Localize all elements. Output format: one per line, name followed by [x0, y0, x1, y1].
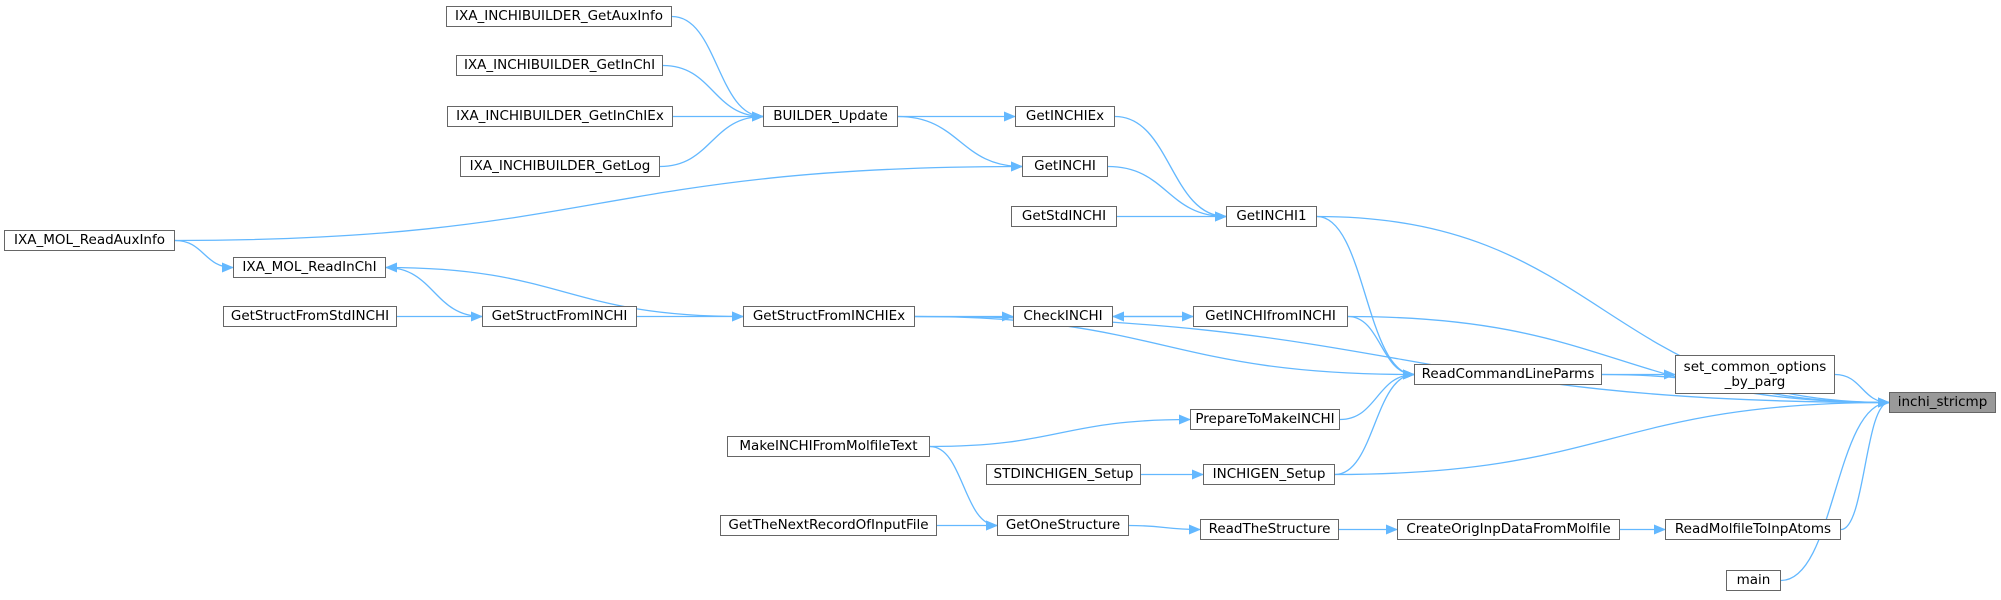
node-label: GetStdINCHI	[1021, 208, 1107, 224]
node-main[interactable]: main	[1726, 570, 1781, 591]
edge-builder_update-to-get_inchi	[897, 115, 1023, 172]
node-label: GetOneStructure	[1005, 517, 1121, 533]
node-create-orig-inp-data-from-molfile[interactable]: CreateOrigInpDataFromMolfile	[1397, 519, 1620, 540]
node-label: GetINCHIEx	[1025, 108, 1105, 124]
node-get-inchi1[interactable]: GetINCHI1	[1226, 206, 1317, 227]
edge-make_from_molfile-to-prepare	[929, 414, 1191, 448]
edge-mol_read_inchi-to-struct_from_inchi_ex	[385, 266, 744, 322]
edge-get_inchi_from_inchi-to-read_cmd	[1347, 315, 1415, 380]
node-read-command-line-parms[interactable]: ReadCommandLineParms	[1414, 364, 1602, 385]
node-label: CreateOrigInpDataFromMolfile	[1406, 521, 1611, 537]
node-label: ReadCommandLineParms	[1421, 366, 1595, 382]
node-get-inchi-from-inchi[interactable]: GetINCHIfromINCHI	[1193, 306, 1348, 327]
node-ixa-inchibuilder-get-aux-info[interactable]: IXA_INCHIBUILDER_GetAuxInfo	[446, 6, 672, 27]
node-prepare-to-make-inchi[interactable]: PrepareToMakeINCHI	[1190, 409, 1340, 430]
node-stdinchigen-setup[interactable]: STDINCHIGEN_Setup	[986, 464, 1141, 485]
node-builder-update[interactable]: BUILDER_Update	[763, 106, 898, 127]
node-label: CheckINCHI	[1023, 308, 1103, 324]
node-label: STDINCHIGEN_Setup	[993, 466, 1134, 482]
node-label: IXA_INCHIBUILDER_GetInChIEx	[456, 108, 664, 124]
node-make-inchi-from-molfile-text[interactable]: MakeINCHIFromMolfileText	[727, 436, 930, 457]
node-label: IXA_INCHIBUILDER_GetLog	[469, 158, 651, 174]
node-label: GetStructFromStdINCHI	[230, 308, 390, 324]
node-ixa-mol-read-inchi[interactable]: IXA_MOL_ReadInChI	[233, 257, 386, 278]
node-label: IXA_MOL_ReadAuxInfo	[13, 232, 165, 248]
edge-get_inchi_from_inchi-to-root	[1347, 315, 1890, 408]
node-inchi-stricmp: inchi_stricmp	[1889, 392, 1996, 413]
node-label: ReadTheStructure	[1208, 521, 1331, 537]
node-get-struct-from-inchi-ex[interactable]: GetStructFromINCHIEx	[743, 306, 915, 327]
node-ixa-inchibuilder-get-inchi[interactable]: IXA_INCHIBUILDER_GetInChI	[456, 55, 663, 76]
node-ixa-inchibuilder-get-inchi-ex[interactable]: IXA_INCHIBUILDER_GetInChIEx	[447, 106, 673, 127]
node-label: MakeINCHIFromMolfileText	[739, 438, 918, 454]
node-label: GetStructFromINCHIEx	[752, 308, 906, 324]
edge-inchigen_setup-to-root	[1334, 397, 1890, 476]
edge-mol_read_aux-to-mol_read_inchi	[174, 239, 234, 273]
node-label: ReadMolfileToInpAtoms	[1674, 521, 1832, 537]
node-label-line-1: set_common_options	[1683, 358, 1827, 375]
node-get-struct-from-std-inchi[interactable]: GetStructFromStdINCHI	[223, 306, 397, 327]
node-label: GetTheNextRecordOfInputFile	[728, 517, 929, 533]
node-get-std-inchi[interactable]: GetStdINCHI	[1011, 206, 1117, 227]
edge-set_common-to-root	[1834, 373, 1890, 408]
node-set-common-options-by-parg[interactable]: set_common_options _by_parg	[1675, 355, 1835, 394]
edge-get_inchi1-to-read_cmd	[1316, 215, 1415, 380]
node-label: IXA_MOL_ReadInChI	[242, 259, 377, 275]
node-read-the-structure[interactable]: ReadTheStructure	[1200, 519, 1339, 540]
node-label: GetINCHIfromINCHI	[1205, 308, 1336, 324]
node-get-inchi[interactable]: GetINCHI	[1022, 156, 1108, 177]
node-label: IXA_INCHIBUILDER_GetInChI	[463, 57, 656, 73]
edge-mol_read_aux-to-get_inchi	[174, 161, 1023, 242]
node-label: GetINCHI	[1034, 158, 1096, 174]
node-label: inchi_stricmp	[1897, 394, 1988, 410]
edge-one_structure-to-read_structure	[1128, 524, 1201, 535]
edge-main-to-root	[1780, 397, 1890, 582]
node-get-struct-from-inchi[interactable]: GetStructFromINCHI	[482, 306, 637, 327]
edge-get_inchi_ex-to-get_inchi1	[1114, 115, 1227, 222]
node-inchigen-setup[interactable]: INCHIGEN_Setup	[1203, 464, 1335, 485]
node-get-one-structure[interactable]: GetOneStructure	[997, 515, 1129, 536]
node-ixa-mol-read-aux-info[interactable]: IXA_MOL_ReadAuxInfo	[4, 230, 175, 251]
node-label: INCHIGEN_Setup	[1212, 466, 1326, 482]
node-label-line-2: _by_parg	[1724, 373, 1786, 390]
node-get-the-next-record-of-input-file[interactable]: GetTheNextRecordOfInputFile	[720, 515, 937, 536]
node-label: GetINCHI1	[1236, 208, 1307, 224]
edge-ixa_aux-to-builder_update	[671, 15, 764, 122]
edge-read_molfile-to-root	[1840, 397, 1890, 531]
node-read-molfile-to-inp-atoms[interactable]: ReadMolfileToInpAtoms	[1665, 519, 1841, 540]
node-ixa-inchibuilder-get-log[interactable]: IXA_INCHIBUILDER_GetLog	[460, 156, 660, 177]
edge-get_inchi-to-get_inchi1	[1107, 165, 1227, 222]
edge-prepare-to-read_cmd	[1339, 369, 1415, 421]
node-label: PrepareToMakeINCHI	[1195, 411, 1335, 427]
node-label: BUILDER_Update	[773, 108, 888, 124]
node-label: GetStructFromINCHI	[491, 308, 628, 324]
edge-make_from_molfile-to-one_structure	[929, 445, 998, 531]
node-get-inchi-ex[interactable]: GetINCHIEx	[1015, 106, 1115, 127]
node-check-inchi[interactable]: CheckINCHI	[1013, 306, 1113, 327]
node-label: main	[1736, 572, 1771, 588]
edge-struct_from_inchi-to-mol_read_inchi	[385, 262, 483, 318]
node-label: IXA_INCHIBUILDER_GetAuxInfo	[455, 8, 663, 24]
edge-ixa_inchi-to-builder_update	[662, 64, 764, 122]
edge-ixa_log-to-builder_update	[659, 111, 764, 168]
edge-inchigen_setup-to-read_cmd	[1334, 369, 1415, 476]
